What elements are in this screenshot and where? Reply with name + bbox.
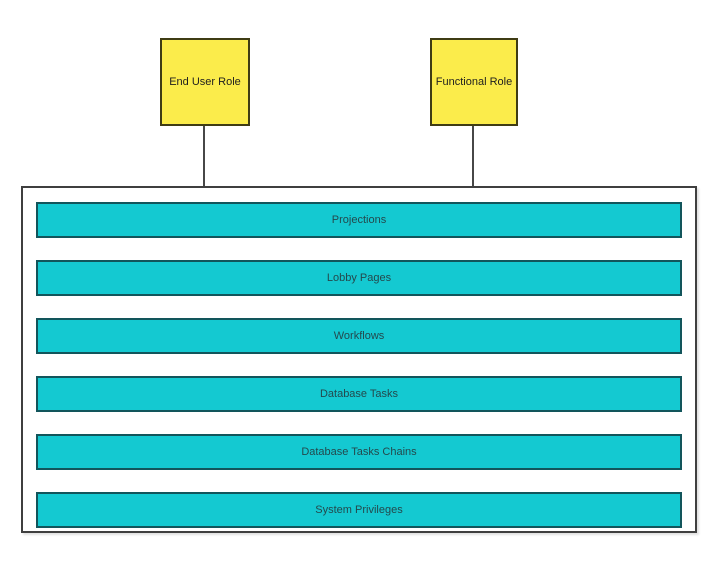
node-system-privileges-label: System Privileges — [315, 504, 403, 516]
node-system-privileges: System Privileges — [36, 492, 682, 528]
node-database-tasks-chains: Database Tasks Chains — [36, 434, 682, 470]
node-database-tasks-label: Database Tasks — [319, 388, 399, 400]
node-projections: Projections — [36, 202, 682, 238]
connector-end-user-role — [203, 126, 205, 186]
node-functional-role: Functional Role — [430, 38, 518, 126]
node-database-tasks-chains-label: Database Tasks Chains — [301, 446, 417, 458]
node-projections-label: Projections — [331, 214, 387, 226]
node-workflows: Workflows — [36, 318, 682, 354]
node-lobby-pages-label: Lobby Pages — [326, 272, 392, 284]
node-end-user-role: End User Role — [160, 38, 250, 126]
node-database-tasks: Database Tasks — [36, 376, 682, 412]
connector-functional-role — [472, 126, 474, 186]
node-functional-role-label: Functional Role — [435, 76, 513, 88]
node-lobby-pages: Lobby Pages — [36, 260, 682, 296]
node-end-user-role-label: End User Role — [169, 76, 241, 88]
node-workflows-label: Workflows — [333, 330, 385, 342]
permissions-group-container: Projections Lobby Pages Workflows Databa… — [21, 186, 697, 533]
